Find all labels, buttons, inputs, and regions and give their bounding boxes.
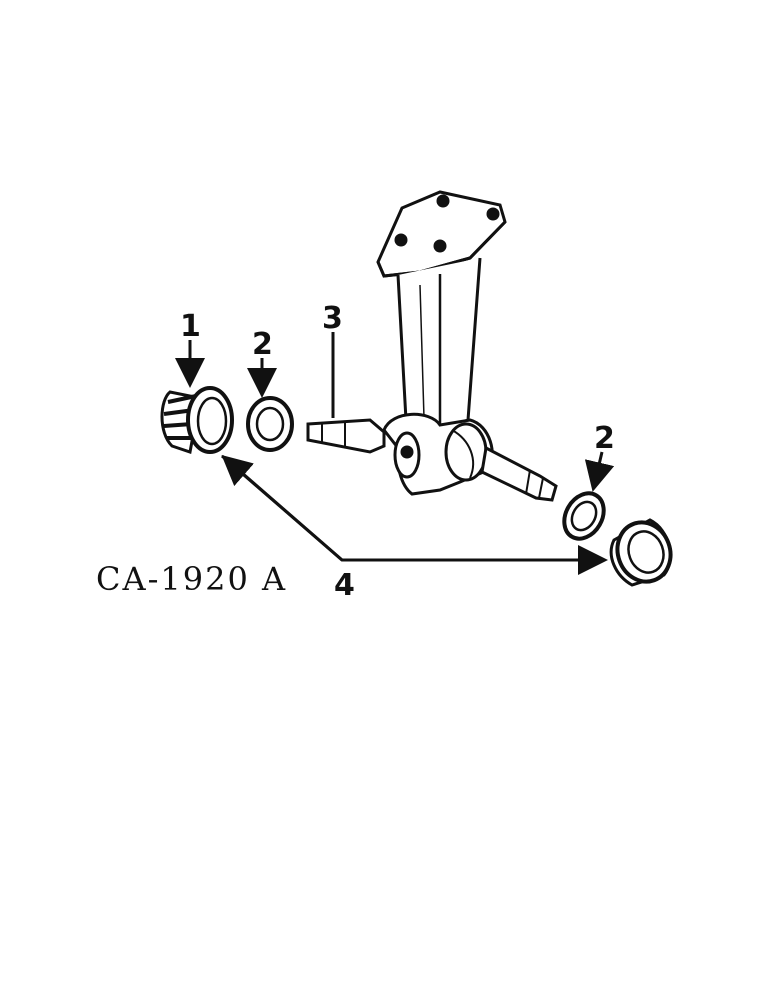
spindle-assembly bbox=[306, 190, 558, 502]
part-2-bearing-left bbox=[246, 396, 294, 452]
figure-id: CA-1920 A bbox=[96, 560, 287, 598]
leader-lines bbox=[175, 332, 615, 575]
part-1-seal bbox=[160, 386, 234, 454]
part-2-bearing-right bbox=[562, 491, 606, 541]
part-4-seal bbox=[609, 518, 673, 587]
callout-4: 4 bbox=[334, 568, 355, 603]
callout-2-right: 2 bbox=[594, 421, 615, 456]
callout-2-left: 2 bbox=[252, 327, 273, 362]
arrow-2-right bbox=[584, 451, 615, 492]
callout-1: 1 bbox=[180, 309, 201, 344]
callout-3: 3 bbox=[322, 301, 343, 336]
